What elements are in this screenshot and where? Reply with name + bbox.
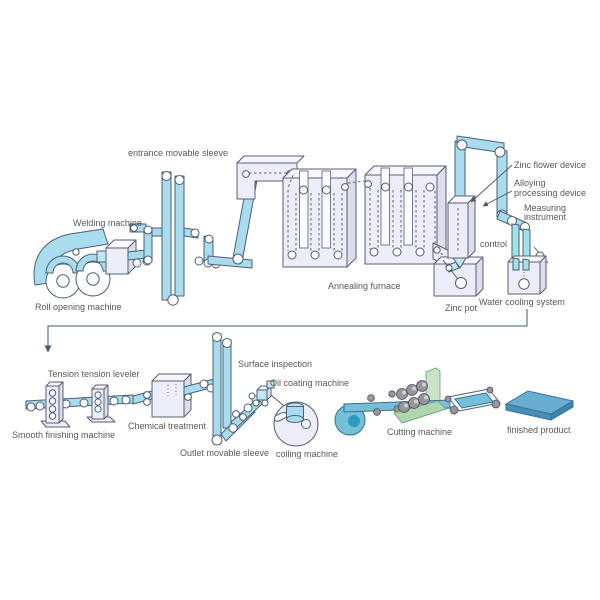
annotation-arrows xyxy=(470,164,513,207)
roll-opening-machine xyxy=(33,228,111,299)
water-cooling-system xyxy=(507,255,547,295)
tension-leveler xyxy=(86,384,116,423)
label-outlet-movable-sleeve: Outlet movable sleeve xyxy=(180,448,269,458)
coiling-machine xyxy=(273,401,319,447)
label-tension-leveler: Tension tension leveler xyxy=(48,369,140,379)
furnace-entry-duct xyxy=(236,155,305,200)
cutter-rollers xyxy=(396,380,430,413)
outlet-movable-sleeve xyxy=(211,332,263,446)
finished-product xyxy=(504,390,575,421)
label-finished-product: finished product xyxy=(507,425,571,435)
label-smooth-finishing-machine: Smooth finishing machine xyxy=(12,430,115,440)
label-welding-machine: Welding machine xyxy=(73,218,142,228)
label-water-cooling-system: Water cooling system xyxy=(479,297,565,307)
chemical-treatment xyxy=(132,373,216,418)
oil-coating-machine xyxy=(248,380,298,418)
label-coiling-machine: coiling machine xyxy=(276,449,338,459)
label-roll-opening-machine: Roll opening machine xyxy=(35,302,122,312)
label-chemical-treatment: Chemical treatment xyxy=(128,421,207,431)
cutting-machine xyxy=(334,367,451,436)
entrance-movable-sleeve xyxy=(129,171,258,306)
cooling-tower xyxy=(454,135,508,221)
row-connector-arrow xyxy=(44,309,528,353)
label-cutting-machine: Cutting machine xyxy=(387,427,452,437)
label-zinc-flower-device: Zinc flower device xyxy=(514,160,586,170)
smooth-finishing-machine xyxy=(25,381,134,428)
label-measuring-line1: Measuring xyxy=(524,203,566,213)
label-surface-inspection: Surface inspection xyxy=(238,359,312,369)
runout-table xyxy=(444,386,501,415)
annealing-furnace xyxy=(282,165,447,268)
label-annealing-furnace: Annealing furnace xyxy=(328,281,401,291)
label-alloying-line2: processing device xyxy=(514,188,586,198)
label-oil-coating-machine: Oil coating machine xyxy=(270,378,349,388)
label-zinc-pot: Zinc pot xyxy=(445,303,478,313)
label-alloying-line1: Alloying xyxy=(514,178,546,188)
label-measuring-line2: instrument xyxy=(524,212,567,222)
label-entrance-movable-sleeve: entrance movable sleeve xyxy=(128,148,228,158)
label-control: control xyxy=(480,239,507,249)
